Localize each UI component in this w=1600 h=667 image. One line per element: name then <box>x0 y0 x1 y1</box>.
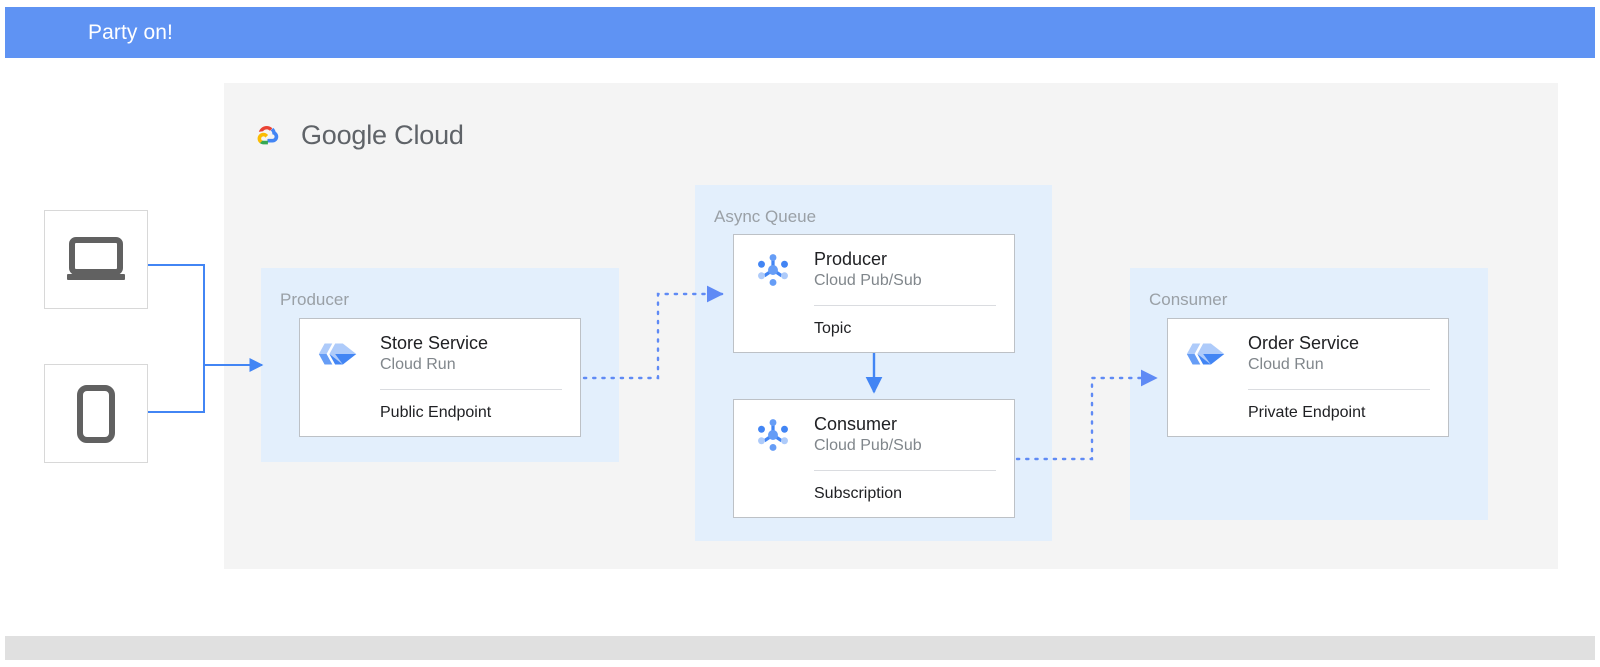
diagram-canvas: Google Cloud Producer Async Queue Consum… <box>0 58 1600 636</box>
card-order-service-subtitle: Cloud Run <box>1248 355 1324 373</box>
google-cloud-logo-label: Google Cloud <box>301 120 464 150</box>
card-pubsub-consumer-footer: Subscription <box>814 485 903 502</box>
page-title: Party on! <box>88 20 173 44</box>
header-bar: Party on! <box>5 7 1595 58</box>
card-store-service-footer: Public Endpoint <box>380 404 492 421</box>
card-pubsub-consumer[interactable]: Consumer Cloud Pub/Sub Subscription <box>733 399 1015 518</box>
mobile-phone-icon <box>77 384 115 443</box>
google-cloud-logo: Google Cloud <box>249 120 464 151</box>
card-pubsub-consumer-subtitle: Cloud Pub/Sub <box>814 436 922 454</box>
card-store-service-subtitle: Cloud Run <box>380 355 456 373</box>
card-pubsub-consumer-titles: Consumer Cloud Pub/Sub <box>814 413 1014 456</box>
card-pubsub-producer-titles: Producer Cloud Pub/Sub <box>814 248 1014 291</box>
card-pubsub-producer-header: Producer Cloud Pub/Sub <box>734 235 1014 305</box>
card-order-service[interactable]: Order Service Cloud Run Private Endpoint <box>1167 318 1449 437</box>
card-pubsub-producer-title: Producer <box>814 249 888 270</box>
laptop-icon <box>67 236 125 280</box>
card-store-service[interactable]: Store Service Cloud Run Public Endpoint <box>299 318 581 437</box>
card-pubsub-producer-divider <box>814 305 996 306</box>
card-order-service-divider <box>1248 389 1430 390</box>
client-device-laptop <box>44 210 148 309</box>
card-pubsub-consumer-divider <box>814 470 996 471</box>
cloud-pubsub-icon <box>758 254 788 286</box>
client-device-mobile <box>44 364 148 463</box>
card-pubsub-producer-footer: Topic <box>814 320 852 337</box>
google-cloud-logo-icon <box>257 125 279 144</box>
card-pubsub-consumer-title: Consumer <box>814 414 898 435</box>
group-consumer-label: Consumer <box>1149 290 1228 309</box>
card-order-service-titles: Order Service Cloud Run <box>1248 332 1448 375</box>
cloud-pubsub-icon <box>758 419 788 451</box>
card-order-service-title: Order Service <box>1248 333 1360 354</box>
card-store-service-title: Store Service <box>380 333 489 354</box>
card-pubsub-producer-subtitle: Cloud Pub/Sub <box>814 271 922 289</box>
card-pubsub-producer[interactable]: Producer Cloud Pub/Sub Topic <box>733 234 1015 353</box>
card-store-service-titles: Store Service Cloud Run <box>380 332 580 375</box>
group-producer-label: Producer <box>280 290 349 309</box>
cloud-run-icon <box>1186 343 1225 365</box>
card-order-service-footer: Private Endpoint <box>1248 404 1366 421</box>
card-store-service-divider <box>380 389 562 390</box>
group-async-queue-label: Async Queue <box>714 207 817 226</box>
footer-bar <box>5 636 1595 660</box>
card-store-service-header: Store Service Cloud Run <box>300 319 580 389</box>
card-order-service-header: Order Service Cloud Run <box>1168 319 1448 389</box>
card-pubsub-consumer-header: Consumer Cloud Pub/Sub <box>734 400 1014 470</box>
cloud-run-icon <box>318 343 357 365</box>
